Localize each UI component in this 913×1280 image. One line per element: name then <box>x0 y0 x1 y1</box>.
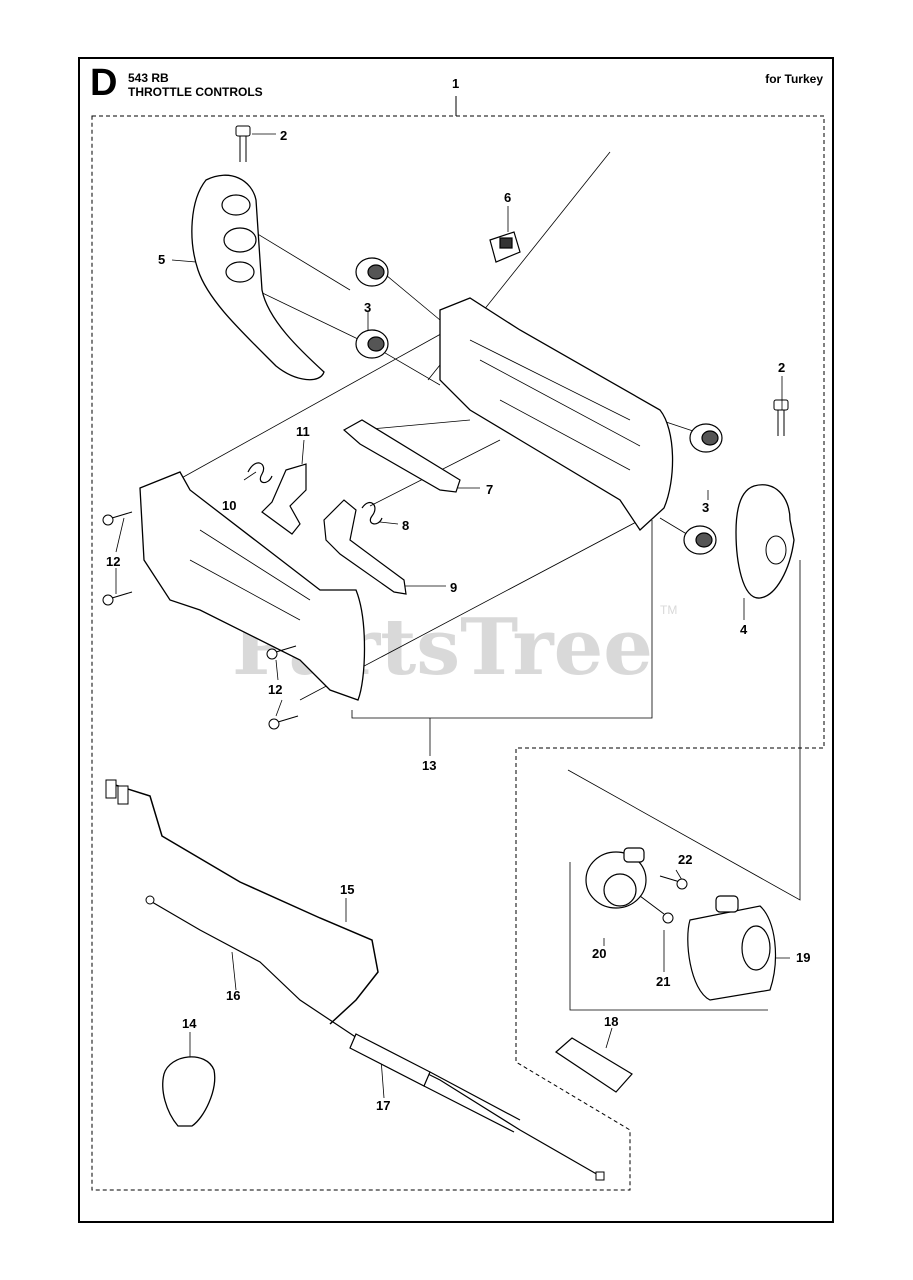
section-letter: D <box>90 62 118 104</box>
watermark-tm: TM <box>660 603 677 617</box>
drawing-frame <box>78 57 834 1223</box>
clamp-part-19 <box>687 895 777 1001</box>
model-number: 543 RB <box>128 71 169 85</box>
callout-6: 6 <box>504 190 511 205</box>
callout-9: 9 <box>450 580 457 595</box>
cable-end <box>145 895 155 905</box>
end-cap-hole <box>765 535 787 565</box>
lever-part-11 <box>261 463 307 535</box>
callout-13: 13 <box>422 758 436 773</box>
callout-10: 10 <box>222 498 236 513</box>
wire-harness-part-15 <box>111 783 379 1025</box>
lockout-lever-part-9 <box>323 499 407 595</box>
damper-part-3 <box>355 257 723 555</box>
screw-part-12 <box>102 511 299 730</box>
callout-18: 18 <box>604 1014 618 1029</box>
handle-cover-part-5 <box>191 174 325 381</box>
clip-part-14 <box>162 1056 216 1127</box>
screw-part-2 <box>235 125 789 436</box>
callout-15: 15 <box>340 882 354 897</box>
callout-11: 11 <box>296 424 310 439</box>
callout-22: 22 <box>678 852 692 867</box>
callout-8: 8 <box>402 518 409 533</box>
callout-20: 20 <box>592 946 606 961</box>
spring-part-10 <box>247 462 273 484</box>
market-label: for Turkey <box>765 72 823 86</box>
handle-holes <box>221 194 257 283</box>
spring-part-8 <box>361 502 383 525</box>
callout-12: 12 <box>268 682 282 697</box>
callout-12: 12 <box>106 554 120 569</box>
callout-4: 4 <box>740 622 748 637</box>
callout-1: 1 <box>452 76 459 91</box>
callout-7: 7 <box>486 482 493 497</box>
callout-2: 2 <box>280 128 287 143</box>
end-cap-part-4 <box>735 484 795 599</box>
callout-19: 19 <box>796 950 810 965</box>
nut-part-21 <box>639 895 674 924</box>
handle-half-ribs <box>189 529 311 621</box>
handle-half-part-13 <box>139 471 366 701</box>
callout-5: 5 <box>158 252 165 267</box>
housing-ribs <box>469 339 641 471</box>
callout-3: 3 <box>364 300 371 315</box>
diagram-title: THROTTLE CONTROLS <box>128 85 263 99</box>
label-part-18 <box>555 1037 633 1093</box>
callout-2: 2 <box>778 360 785 375</box>
callout-14: 14 <box>182 1016 197 1031</box>
assembly-1-boundary <box>91 115 825 1191</box>
callout-21: 21 <box>656 974 670 989</box>
callout-16: 16 <box>226 988 240 1003</box>
connector-1 <box>105 779 117 799</box>
conduit-part-17 <box>349 1033 431 1087</box>
throttle-cable-part-16 <box>151 901 601 1177</box>
callout-3: 3 <box>702 500 709 515</box>
cable-nipple <box>595 1171 605 1181</box>
clamp-part-20 <box>585 847 647 909</box>
handle-housing <box>439 297 674 531</box>
callout-17: 17 <box>376 1098 390 1113</box>
conduit-sleeves <box>423 1071 521 1133</box>
throttle-lever-part-7 <box>342 419 461 493</box>
screw-part-22 <box>659 875 688 890</box>
connector-2 <box>117 785 129 805</box>
stop-switch-part-6 <box>489 231 521 263</box>
